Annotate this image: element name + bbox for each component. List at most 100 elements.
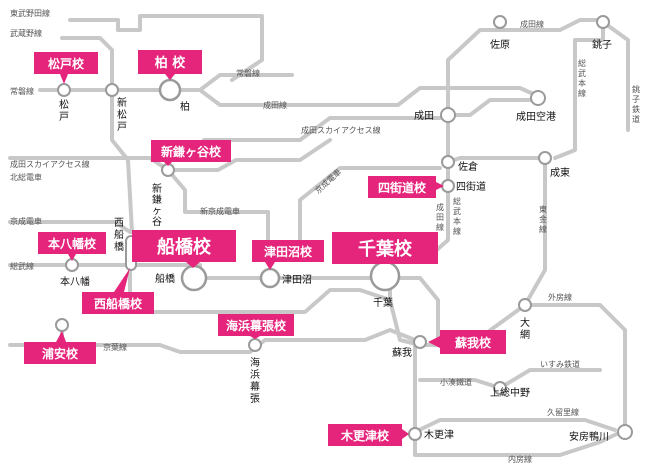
rail-kururi xyxy=(413,418,617,434)
line-label-narita-vert: 成 田 線 xyxy=(436,202,444,232)
station-marker-kashiwa[interactable] xyxy=(158,78,182,102)
station-marker-sawara[interactable] xyxy=(493,15,507,29)
school-badge-nishifunabashi[interactable]: 西船橋校 xyxy=(82,268,154,314)
line-label-sobu-hon-left: 総 武 本 線 xyxy=(453,196,461,236)
line-label-hokuso: 北総電車 xyxy=(10,172,42,182)
station-label-shinmatsudo: 新 松 戸 xyxy=(117,96,127,133)
school-badge-kisarazu[interactable]: 木更津校 xyxy=(328,424,409,446)
station-label-funabashi: 船橋 xyxy=(155,272,175,285)
school-badge-chiba[interactable]: 千葉校 xyxy=(332,232,438,264)
school-badge-label: 西船橋校 xyxy=(94,296,143,311)
svg-text:戸: 戸 xyxy=(59,111,69,123)
line-label-joban-left: 常磐線 xyxy=(10,86,34,96)
line-label-sobu-hon-right: 総 武 本 線 xyxy=(578,58,586,98)
school-badge-funabashi[interactable]: 船橋校 xyxy=(132,230,236,268)
stations: 松 戸 新 松 戸 柏 新 鎌 ヶ 谷 本八幡 西 船 橋 xyxy=(55,15,633,443)
station-label-kisarazu: 木更津 xyxy=(424,429,454,441)
station-marker-oami[interactable] xyxy=(518,298,532,312)
station-label-narita: 成田 xyxy=(414,110,434,122)
station-label-motoyawata: 本八幡 xyxy=(60,275,90,288)
station-marker-chiba[interactable] xyxy=(369,260,401,292)
station-marker-choshi[interactable] xyxy=(596,15,610,29)
svg-text:浜: 浜 xyxy=(250,369,260,381)
school-badge-tsudanuma[interactable]: 津田沼校 xyxy=(252,240,324,270)
station-marker-kaihinmakuhari[interactable] xyxy=(248,338,262,352)
rail-narita-airport xyxy=(446,98,540,117)
station-label-kazusa-nakano: 上総中野 xyxy=(490,386,530,399)
school-badge-motoyawata[interactable]: 本八幡校 xyxy=(38,232,106,261)
station-marker-sakura[interactable] xyxy=(441,155,455,169)
school-badge-label: 本八幡校 xyxy=(48,236,97,251)
svg-text:線: 線 xyxy=(453,226,461,236)
school-badge-kashiwa[interactable]: 柏 校 xyxy=(138,50,202,80)
svg-text:本: 本 xyxy=(578,78,586,88)
svg-text:線: 線 xyxy=(578,88,586,98)
station-marker-kazusa-nakano[interactable] xyxy=(493,381,507,395)
rail-isumi xyxy=(498,368,602,390)
svg-text:張: 張 xyxy=(250,393,260,405)
station-label-awa-kamogawa: 安房鴨川 xyxy=(569,430,609,443)
station-marker-funabashi[interactable] xyxy=(180,264,208,292)
school-badge-urayasu[interactable]: 浦安校 xyxy=(24,331,96,364)
svg-text:成: 成 xyxy=(436,202,444,212)
station-marker-kisarazu[interactable] xyxy=(408,427,422,441)
rail-keisei-diag xyxy=(298,166,442,250)
station-marker-urayasu[interactable] xyxy=(55,318,69,332)
svg-text:鎌: 鎌 xyxy=(152,193,162,206)
svg-text:船: 船 xyxy=(114,228,124,241)
station-marker-soga[interactable] xyxy=(413,335,427,349)
school-badge-matsudo[interactable]: 松戸校 xyxy=(34,52,98,84)
svg-text:本: 本 xyxy=(453,216,461,226)
rail-tobu-noda xyxy=(68,14,264,82)
school-badges: 松戸校 柏 校 新鎌ヶ谷校 本八幡校 船橋校 津田 xyxy=(24,50,506,446)
school-badge-label: 千葉校 xyxy=(358,238,413,260)
line-label-keisei-diag: 京成電車 xyxy=(313,167,343,196)
svg-text:子: 子 xyxy=(632,95,640,104)
station-marker-awa-kamogawa[interactable] xyxy=(617,424,633,440)
svg-text:大: 大 xyxy=(520,316,530,329)
svg-text:線: 線 xyxy=(436,222,444,232)
station-marker-matsudo[interactable] xyxy=(57,83,71,97)
station-label-soga: 蘇我 xyxy=(392,346,412,359)
svg-text:幕: 幕 xyxy=(250,380,260,393)
station-marker-narita-airport[interactable] xyxy=(530,90,546,106)
station-label-tsudanuma: 津田沼 xyxy=(282,273,312,286)
rail-sobu-hon-right xyxy=(553,20,605,160)
svg-text:道: 道 xyxy=(632,114,640,124)
school-badge-label: 四街道校 xyxy=(378,180,427,195)
station-marker-tsudanuma[interactable] xyxy=(259,267,281,289)
school-badge-soga[interactable]: 蘇我校 xyxy=(428,330,506,354)
line-label-choshi-dentetsu: 銚 子 鉄 道 xyxy=(632,84,640,124)
school-badge-label: 船橋校 xyxy=(157,236,212,258)
station-label-kaihinmakuhari: 海 浜 幕 張 xyxy=(250,356,260,405)
station-marker-narita[interactable] xyxy=(440,107,456,123)
svg-text:松: 松 xyxy=(117,108,127,121)
svg-text:総: 総 xyxy=(578,58,586,68)
school-badge-label: 海浜幕張校 xyxy=(226,318,287,333)
svg-text:西: 西 xyxy=(114,218,124,229)
school-badge-shinkamagaya[interactable]: 新鎌ヶ谷校 xyxy=(151,140,231,166)
school-badge-yotsukaido[interactable]: 四街道校 xyxy=(368,176,444,198)
station-label-narita-airport: 成田空港 xyxy=(516,110,556,123)
svg-text:総: 総 xyxy=(453,196,461,206)
station-label-shinkamagaya: 新 鎌 ヶ 谷 xyxy=(152,182,162,228)
svg-text:東: 東 xyxy=(539,204,547,214)
station-label-sakura: 佐倉 xyxy=(458,160,478,173)
svg-text:松: 松 xyxy=(59,98,69,111)
school-badge-kaihinmakuhari[interactable]: 海浜幕張校 xyxy=(218,314,294,339)
station-marker-naruto[interactable] xyxy=(538,151,552,165)
station-label-yotsukaido: 四街道 xyxy=(456,180,486,193)
svg-text:網: 網 xyxy=(520,328,530,341)
school-badge-label: 浦安校 xyxy=(42,346,79,361)
rail-togane xyxy=(523,156,547,307)
line-label-narita-top: 成田線 xyxy=(520,19,544,29)
line-label-tobu-noda: 東武野田線 xyxy=(10,8,50,18)
school-badge-label: 柏 校 xyxy=(155,55,187,71)
station-label-naruto: 成東 xyxy=(550,166,570,179)
rail-uchibo xyxy=(413,338,627,457)
rail-shinkeisei xyxy=(166,168,270,250)
school-badge-label: 木更津校 xyxy=(340,428,390,443)
line-label-joban-right: 常磐線 xyxy=(236,68,260,78)
station-marker-shinmatsudo[interactable] xyxy=(105,83,119,97)
